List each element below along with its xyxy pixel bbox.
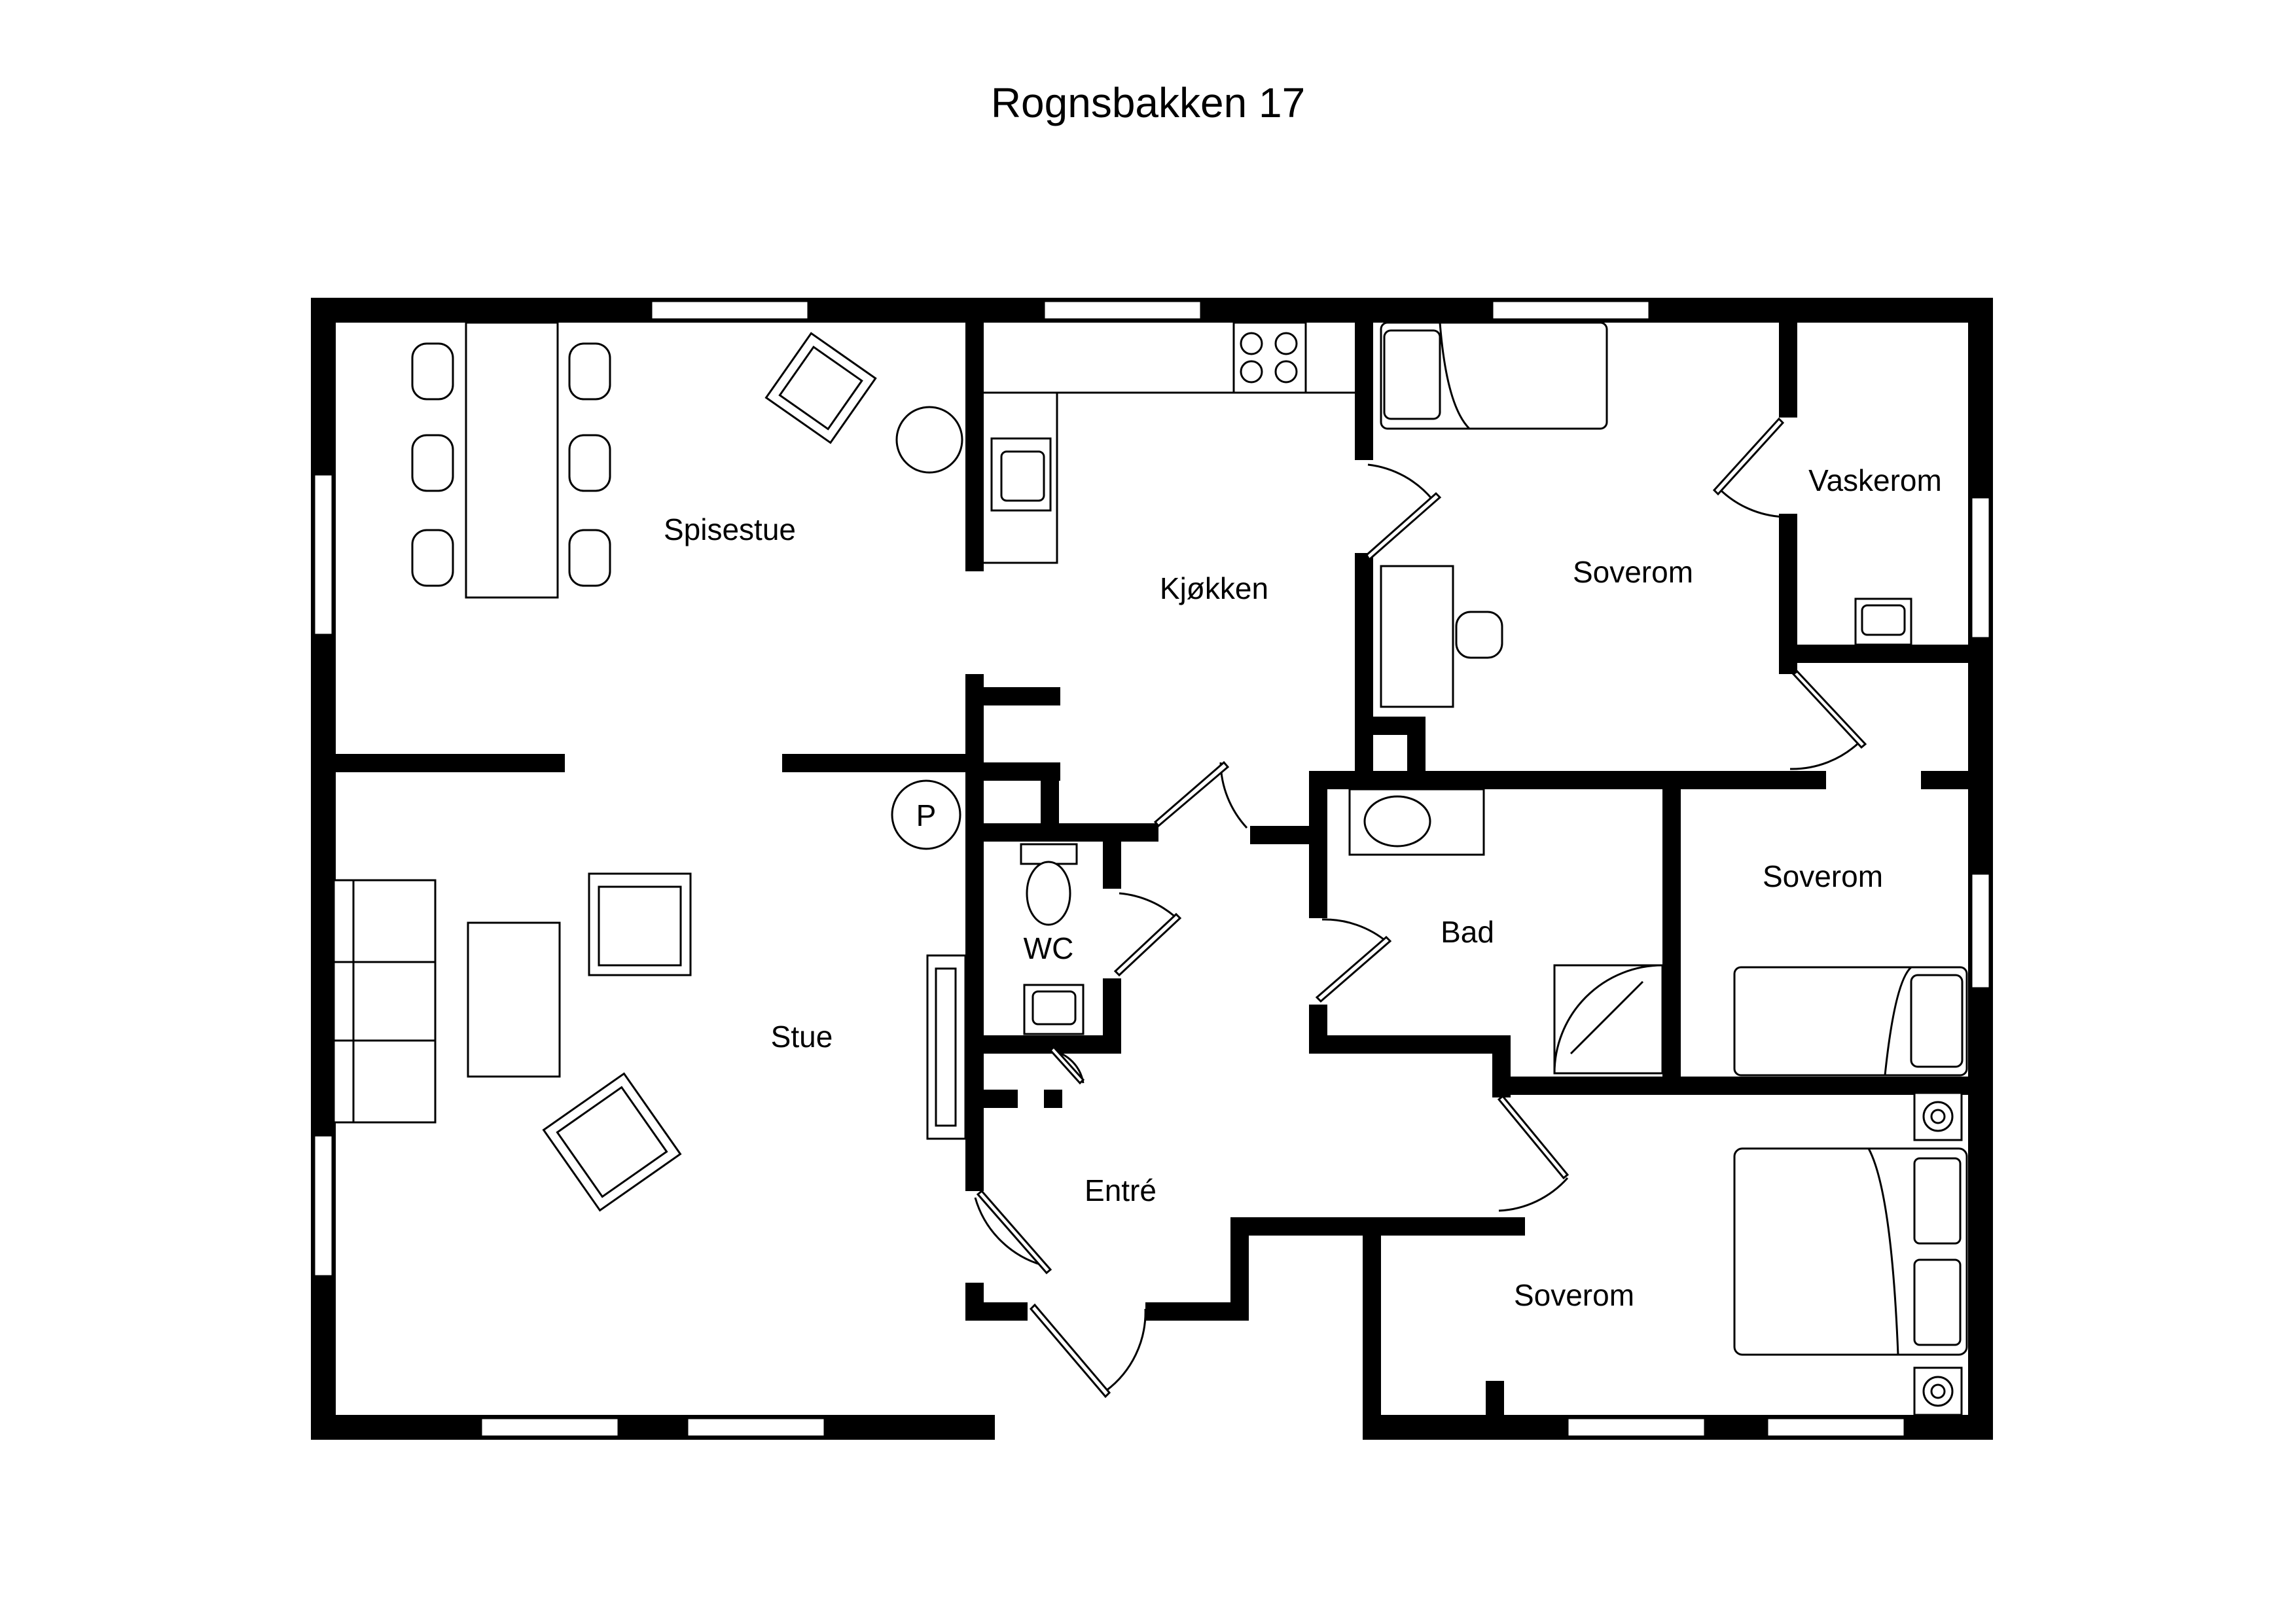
dining-furniture — [411, 321, 963, 599]
room-label-spisestue: Spisestue — [664, 512, 796, 546]
bed — [1733, 966, 1968, 1077]
room-label-soverom-3: Soverom — [1514, 1278, 1634, 1312]
doors — [974, 417, 1867, 1399]
room-label-wc: WC — [1024, 931, 1074, 965]
side-table — [895, 406, 963, 474]
plan-title: Rognsbakken 17 — [990, 79, 1306, 126]
dining-chairs — [411, 342, 611, 587]
kitchen-fixtures — [984, 321, 1355, 564]
soverom-3-furniture — [1733, 1092, 1968, 1416]
vaskerom-fixtures — [1854, 597, 1912, 646]
wc-fixtures — [1020, 843, 1085, 1035]
armchair — [542, 1072, 682, 1212]
interior-walls — [336, 323, 1990, 1440]
room-label-soverom-1: Soverom — [1573, 555, 1693, 589]
desk — [1380, 565, 1454, 708]
toilet-bowl — [1026, 861, 1071, 926]
sofa — [332, 879, 437, 1124]
dining-table — [465, 321, 559, 599]
armchair — [588, 872, 692, 976]
stue-furniture — [332, 872, 967, 1212]
toilet-tank — [1020, 843, 1078, 865]
parking-letter: P — [916, 798, 937, 832]
room-label-entre: Entré — [1085, 1173, 1157, 1207]
bad-fixtures — [1348, 788, 1664, 1075]
room-label-bad: Bad — [1441, 915, 1494, 949]
shower — [1553, 964, 1664, 1075]
windows — [313, 300, 1991, 1438]
room-label-stue: Stue — [771, 1020, 833, 1054]
room-label-kjokken: Kjøkken — [1160, 571, 1268, 605]
parking-symbol: P — [891, 779, 961, 850]
room-label-soverom-2: Soverom — [1763, 859, 1883, 893]
desk-chair — [1455, 611, 1503, 659]
room-labels: Spisestue Kjøkken Soverom Vaskerom Stue … — [664, 463, 1942, 1312]
double-bed — [1733, 1147, 1968, 1356]
soverom-2-furniture — [1733, 966, 1968, 1077]
coffee-table — [467, 921, 561, 1078]
soverom-1-furniture — [1380, 321, 1608, 708]
armchair — [764, 332, 877, 444]
room-label-vaskerom: Vaskerom — [1808, 463, 1942, 497]
stove — [1232, 321, 1307, 394]
